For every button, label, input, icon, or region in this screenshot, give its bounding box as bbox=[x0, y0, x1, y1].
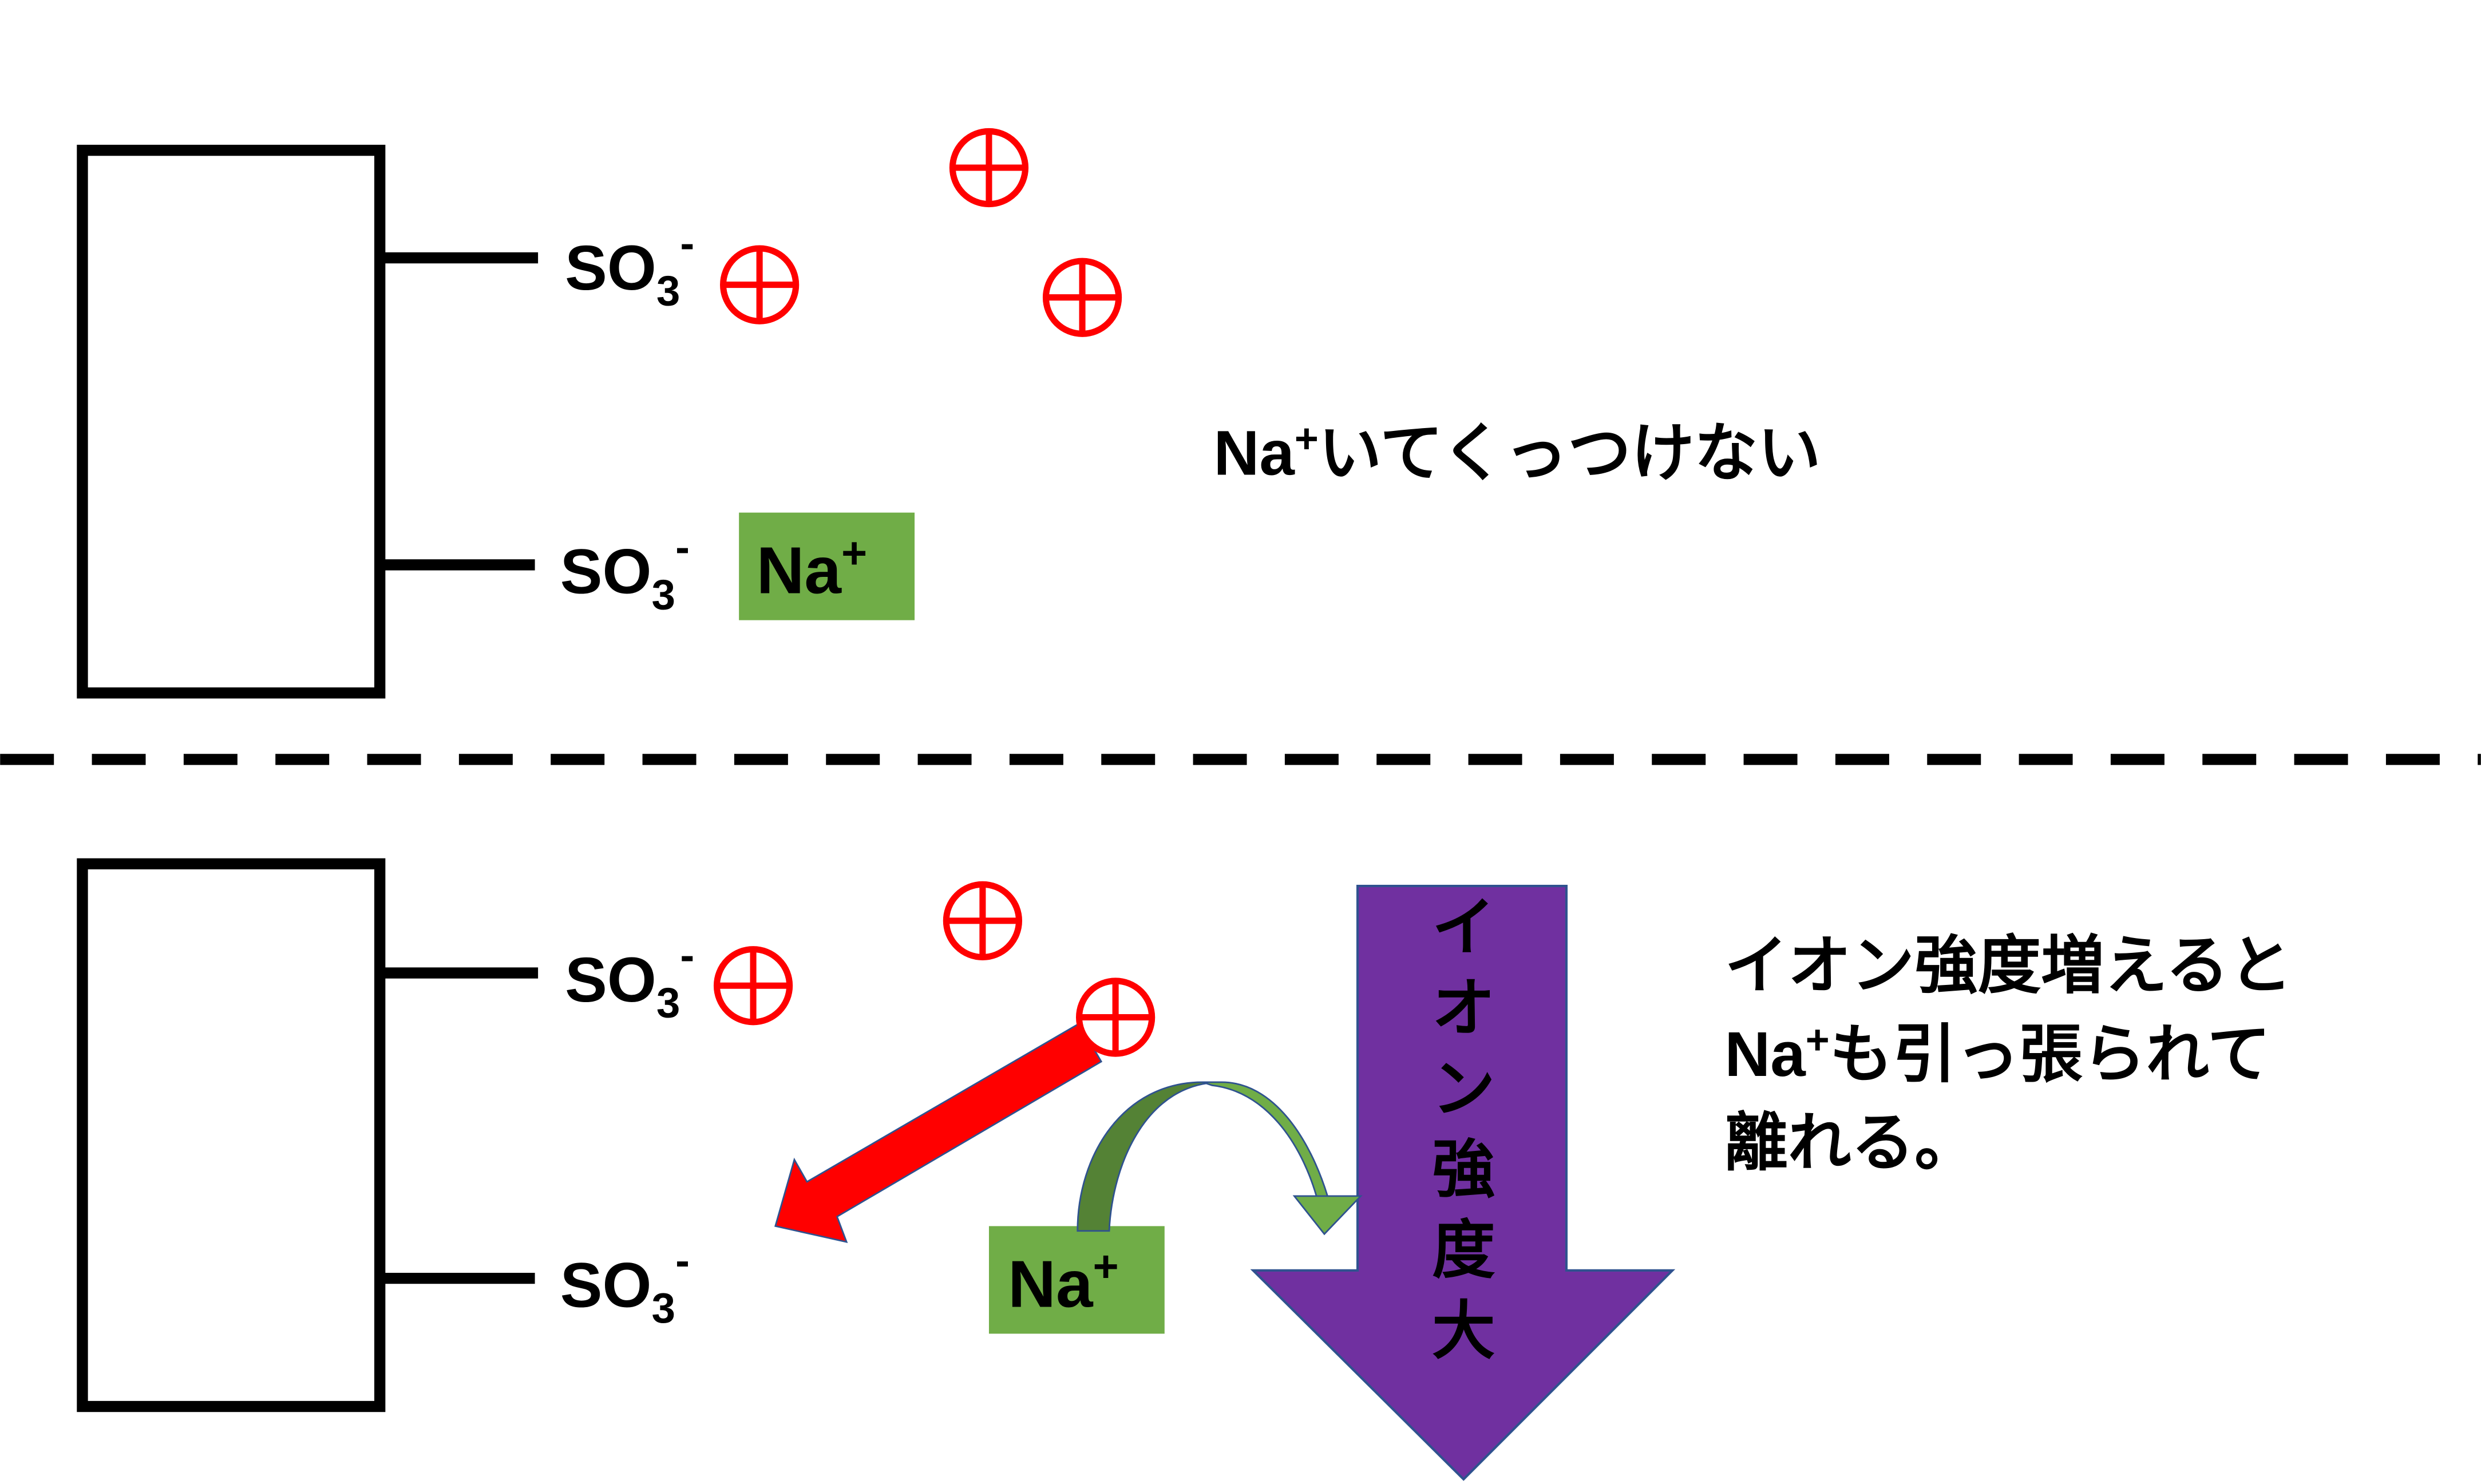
sulfonate-group: SO3- bbox=[565, 931, 694, 1027]
cation-icon bbox=[1042, 258, 1122, 337]
na-box bbox=[739, 512, 915, 620]
svg-text:イ: イ bbox=[1432, 893, 1495, 963]
svg-text:ン: ン bbox=[1432, 1054, 1495, 1125]
detach-curved-arrow bbox=[1077, 1081, 1363, 1236]
resin-bead bbox=[77, 144, 386, 699]
bottom-caption: イオン強度増えると Na+も引っ張られて 離れる。 bbox=[1724, 931, 2292, 1178]
sulfonate-group: SO3- bbox=[560, 1236, 690, 1332]
svg-text:強: 強 bbox=[1432, 1135, 1495, 1205]
cation-icon bbox=[1076, 978, 1156, 1057]
svg-text:イオン強度増えると: イオン強度増えると bbox=[1724, 931, 2292, 1001]
na-box bbox=[988, 1226, 1165, 1334]
svg-text:離れる。: 離れる。 bbox=[1724, 1108, 1977, 1178]
sulfonate-group: SO3- bbox=[560, 523, 690, 618]
bottom-panel: SO3- SO3- イ オ ン 強 度 大 Na+ イオン強度増えると Na+も… bbox=[77, 858, 2292, 1481]
svg-text:度: 度 bbox=[1432, 1216, 1495, 1286]
cation-icon bbox=[949, 128, 1029, 208]
resin-bead bbox=[77, 858, 386, 1412]
cation-icon bbox=[943, 881, 1023, 960]
cation-icon bbox=[713, 946, 793, 1026]
attraction-arrow bbox=[774, 1022, 1103, 1243]
ionic-strength-arrow bbox=[1250, 884, 1676, 1481]
svg-text:大: 大 bbox=[1432, 1296, 1495, 1367]
ionic-strength-arrow-label: イ オ ン 強 度 大 bbox=[1432, 893, 1495, 1367]
top-panel: SO3- SO3- Na+ Na+いてくっつけない bbox=[77, 128, 1821, 699]
top-caption: Na+いてくっつけない bbox=[1214, 416, 1821, 489]
na-label: Na+ bbox=[1008, 1242, 1119, 1321]
svg-text:オ: オ bbox=[1432, 973, 1495, 1044]
sulfonate-group: SO3- bbox=[565, 219, 694, 315]
cation-icon bbox=[720, 245, 800, 324]
svg-text:Na+も引っ張られて: Na+も引っ張られて bbox=[1724, 1017, 2270, 1090]
na-label: Na+ bbox=[757, 528, 868, 607]
